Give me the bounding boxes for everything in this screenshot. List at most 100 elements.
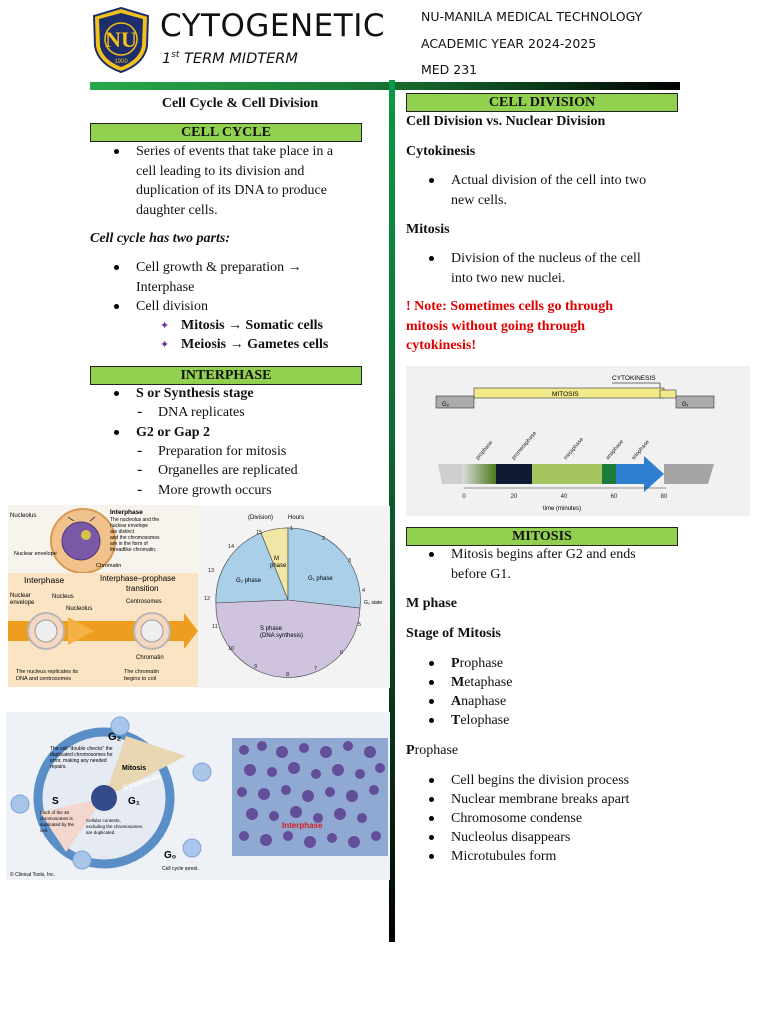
m-phase-heading: M phase bbox=[406, 596, 457, 611]
svg-text:8: 8 bbox=[286, 672, 289, 678]
svg-text:12: 12 bbox=[204, 596, 210, 602]
svg-text:CYTOKINESIS: CYTOKINESIS bbox=[612, 375, 656, 382]
bullet bbox=[429, 680, 434, 685]
cell-cycle-box: CELL CYCLE bbox=[90, 123, 362, 142]
stage-metaphase: Metaphase bbox=[451, 675, 513, 690]
svg-text:repairs.: repairs. bbox=[50, 764, 67, 770]
svg-text:threadlike chromatin.: threadlike chromatin. bbox=[110, 547, 156, 553]
svg-text:excluding the chromosomes,: excluding the chromosomes, bbox=[86, 824, 143, 829]
prophase-item: Cell begins the division process bbox=[451, 773, 630, 788]
svg-text:envelope: envelope bbox=[10, 600, 35, 606]
svg-text:G₀ state: G₀ state bbox=[364, 600, 382, 606]
svg-text:MITOSIS: MITOSIS bbox=[552, 391, 579, 398]
svg-text:time (minutes): time (minutes) bbox=[543, 506, 581, 512]
svg-text:M: M bbox=[274, 556, 279, 562]
column-divider bbox=[389, 80, 395, 942]
prophase-item: Chromosome condense bbox=[451, 811, 583, 826]
svg-text:G₁: G₁ bbox=[128, 796, 140, 807]
mitosis-box: MITOSIS bbox=[406, 527, 678, 546]
svg-text:G₂ phase: G₂ phase bbox=[236, 578, 262, 584]
mitosis-definition: Division of the nucleus of the cell into… bbox=[451, 251, 641, 286]
school-name: NU-MANILA MEDICAL TECHNOLOGY bbox=[421, 9, 643, 24]
svg-text:DNA and centrosomes: DNA and centrosomes bbox=[16, 676, 71, 682]
cell-cycle-definition: Series of events that take place in a ce… bbox=[136, 144, 334, 218]
bullet bbox=[429, 718, 434, 723]
svg-text:Cell cycle arrest.: Cell cycle arrest. bbox=[162, 866, 199, 872]
cell-cycle-circle-diagram: G₂ The cell “double checks” the duplicat… bbox=[6, 712, 390, 880]
mitosis-subitem: Mitosis → Somatic cells bbox=[181, 318, 323, 333]
prophase-item: Nuclear membrane breaks apart bbox=[451, 792, 630, 807]
bullet bbox=[429, 661, 434, 666]
svg-text:Nucleolus: Nucleolus bbox=[10, 513, 36, 519]
svg-text:Nuclear envelope: Nuclear envelope bbox=[14, 551, 57, 557]
svg-text:9: 9 bbox=[254, 664, 257, 670]
dash: - bbox=[137, 461, 143, 478]
stage-prophase: Prophase bbox=[451, 656, 504, 671]
bullet bbox=[429, 178, 434, 183]
stage-anaphase: Anaphase bbox=[451, 694, 507, 709]
svg-text:S: S bbox=[52, 796, 59, 807]
svg-text:G₀: G₀ bbox=[164, 850, 176, 861]
g2-stage: G2 or Gap 2 bbox=[136, 425, 211, 440]
two-parts-heading: Cell cycle has two parts: bbox=[90, 231, 230, 246]
bullet bbox=[429, 816, 434, 821]
svg-text:60: 60 bbox=[611, 494, 618, 500]
svg-text:6: 6 bbox=[340, 650, 343, 656]
svg-text:(Division): (Division) bbox=[248, 515, 273, 521]
section-heading: Cell Cycle & Cell Division bbox=[161, 96, 319, 111]
svg-text:phase: phase bbox=[270, 563, 287, 569]
svg-text:G₁ phase: G₁ phase bbox=[308, 576, 333, 582]
g2-item: Organelles are replicated bbox=[158, 463, 298, 478]
svg-text:G₂: G₂ bbox=[442, 402, 450, 408]
svg-text:Hours: Hours bbox=[288, 515, 304, 521]
interphase-illustration: Nucleolus Interphase The nucleolus and t… bbox=[8, 505, 198, 687]
svg-text:Chromatin: Chromatin bbox=[96, 563, 121, 569]
svg-text:1: 1 bbox=[290, 526, 293, 532]
svg-text:Interphase: Interphase bbox=[282, 821, 323, 830]
stage-heading: Stage of Mitosis bbox=[406, 626, 501, 641]
svg-text:chromosomes is: chromosomes is bbox=[40, 816, 74, 821]
svg-text:© Clinical Tools, Inc.: © Clinical Tools, Inc. bbox=[10, 871, 55, 878]
cytokinesis-definition: Actual division of the cell into two new… bbox=[451, 173, 647, 208]
part-cell-division: Cell division bbox=[136, 299, 208, 314]
mitosis-begins-text: Mitosis begins after G2 and ends before … bbox=[451, 547, 636, 582]
svg-text:are distinct: are distinct bbox=[110, 529, 135, 535]
cell-cycle-pie-diagram: (Division) Hours M phase G₂ phase G₁ pha… bbox=[198, 506, 390, 688]
bullet bbox=[114, 304, 119, 309]
mitosis-timeline-diagram: CYTOKINESIS G₂ G₁ MITOSIS prophase prome… bbox=[406, 366, 750, 516]
stage-telophase: Telophase bbox=[451, 713, 510, 728]
svg-text:Chromatin: Chromatin bbox=[136, 655, 164, 661]
s-stage-item: DNA replicates bbox=[158, 405, 245, 420]
svg-text:The nucleolus and the: The nucleolus and the bbox=[110, 517, 159, 523]
svg-text:duplicated chromosomes for: duplicated chromosomes for bbox=[50, 752, 113, 758]
svg-text:15: 15 bbox=[256, 530, 262, 536]
star-bullet-icon: ✦ bbox=[160, 320, 170, 332]
svg-text:Nuclear: Nuclear bbox=[10, 593, 31, 599]
svg-text:Interphase: Interphase bbox=[24, 575, 64, 585]
svg-text:20: 20 bbox=[511, 494, 518, 500]
prophase-item: Nucleolus disappears bbox=[451, 830, 571, 845]
logo-letters: NU bbox=[105, 27, 137, 52]
interphase-micrograph: Interphase bbox=[232, 738, 388, 856]
svg-text:10: 10 bbox=[228, 646, 234, 652]
university-seal-logo: NU 1900 bbox=[92, 6, 150, 74]
bullet bbox=[429, 552, 434, 557]
bullet bbox=[429, 797, 434, 802]
note-text: ! Note: Sometimes cells go through mitos… bbox=[406, 299, 613, 353]
bullet bbox=[429, 256, 434, 261]
svg-text:are in the form of: are in the form of bbox=[110, 541, 148, 547]
star-bullet-icon: ✦ bbox=[160, 339, 170, 351]
prophase-item: Microtubules form bbox=[451, 849, 557, 864]
svg-text:0: 0 bbox=[462, 494, 466, 500]
logo-year: 1900 bbox=[114, 59, 128, 65]
course-code: MED 231 bbox=[421, 62, 478, 77]
svg-text:and the chromosomes: and the chromosomes bbox=[110, 535, 160, 541]
svg-text:S phase: S phase bbox=[260, 626, 283, 632]
s-stage: S or Synthesis stage bbox=[136, 386, 254, 401]
svg-text:The cell “double checks” the: The cell “double checks” the bbox=[50, 746, 113, 752]
page-subtitle: 1st TERM MIDTERM bbox=[162, 50, 298, 67]
dash: - bbox=[137, 403, 143, 420]
svg-text:are duplicated.: are duplicated. bbox=[86, 830, 116, 835]
bullet bbox=[429, 854, 434, 859]
svg-text:13: 13 bbox=[208, 568, 214, 574]
